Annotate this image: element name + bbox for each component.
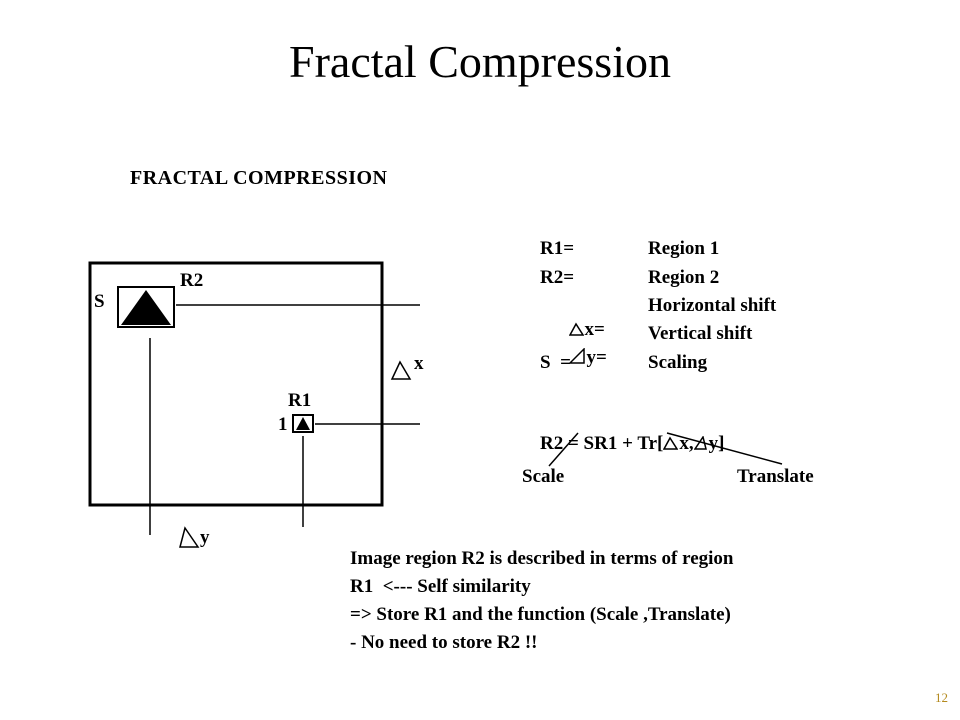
region-r1-triangle-icon: [296, 417, 310, 430]
transform-equation: R2 = SR1 + Tr[ x, y]: [521, 408, 724, 480]
scale-label: Scale: [522, 466, 565, 487]
delta-y-icon: [179, 526, 200, 548]
legend-symbol-text: x=: [584, 319, 605, 340]
legend-row: x= Horizontal shift: [540, 294, 840, 340]
legend-symbol: S =: [540, 352, 571, 373]
legend-row: R2= Region 2: [540, 266, 840, 294]
description-line: Image region R2 is described in terms of…: [350, 548, 734, 569]
label-delta-x: x: [414, 353, 424, 374]
translate-branch-line: [666, 432, 783, 465]
equation-dy: y]: [708, 433, 725, 454]
label-r2: R2: [180, 270, 204, 291]
legend-definition: Region 2: [648, 267, 720, 288]
legend-definition: Region 1: [648, 238, 720, 259]
legend-definition: Horizontal shift: [648, 295, 777, 316]
equation-dx: x,: [679, 433, 694, 454]
image-frame: [88, 261, 384, 507]
description-block: Image region R2 is described in terms of…: [350, 545, 910, 657]
label-r1: R1: [288, 390, 312, 411]
description-line: R1 <--- Self similarity: [350, 576, 531, 597]
slide-title: Fractal Compression: [289, 36, 671, 87]
legend-symbol-text: y=: [586, 347, 607, 368]
legend-row: R1= Region 1: [540, 237, 840, 265]
translate-label: Translate: [737, 466, 814, 487]
page-number: 12: [935, 690, 948, 705]
description-line: - No need to store R2 !!: [350, 632, 538, 653]
figure-heading: FRACTAL COMPRESSION: [130, 167, 388, 189]
equation-left: R2 = SR1 + Tr[: [540, 433, 664, 454]
delta-triangle-icon: [693, 436, 707, 450]
delta-right-triangle-icon: [568, 348, 585, 364]
region-r2-triangle-icon: [121, 290, 171, 325]
scale-branch-line: [548, 432, 579, 467]
legend-symbol-delta-y: y=: [540, 322, 607, 394]
label-one: 1: [278, 414, 288, 435]
delta-x-icon: [390, 360, 412, 380]
delta-triangle-icon: [663, 436, 679, 450]
description-line: => Store R1 and the function (Scale ,Tra…: [350, 604, 731, 625]
label-delta-y: y: [200, 527, 210, 548]
legend-row: y= Vertical shift: [540, 322, 840, 368]
legend-row: S = Scaling: [540, 351, 840, 379]
legend-definition: Vertical shift: [648, 323, 753, 344]
delta-triangle-icon: [568, 322, 584, 336]
legend-symbol: R1=: [540, 238, 575, 259]
label-s: S: [94, 291, 105, 312]
legend-symbol: R2=: [540, 267, 575, 288]
legend-symbol-delta-x: x=: [540, 294, 605, 366]
legend-definition: Scaling: [648, 352, 708, 373]
